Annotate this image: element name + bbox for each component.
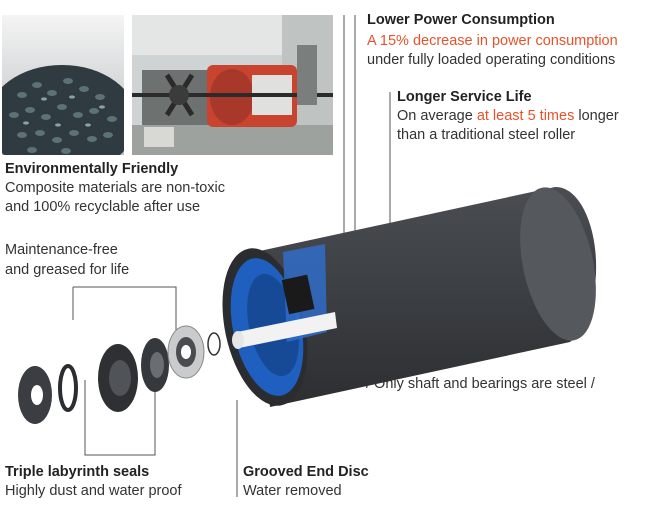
service-suffix: longer [574,108,619,124]
seals-body: Highly dust and water proof [5,483,182,499]
environment-title: Environmentally Friendly [5,161,179,177]
machine-photo [132,15,333,155]
end-disc-title: Grooved End Disc [243,464,369,480]
power-body: under fully loaded operating conditions [367,52,616,68]
environment-line2: and 100% recyclable after use [5,199,201,215]
seals-title: Triple labyrinth seals [5,464,150,480]
service-prefix: On average [397,108,477,124]
environment-line1: Composite materials are non-toxic [5,180,226,196]
roller-illustration [222,186,597,407]
service-title: Longer Service Life [397,89,532,105]
power-title: Lower Power Consumption [367,12,555,28]
maintenance-line1: Maintenance-free [5,242,118,258]
service-line2: than a traditional steel roller [397,127,576,143]
service-line1: On average at least 5 times longer [397,107,619,126]
end-disc-body: Water removed [243,483,342,499]
service-highlight: at least 5 times [476,108,575,124]
granules-photo [2,15,124,155]
maintenance-line2: and greased for life [5,262,130,278]
seal-rings-illustration [18,325,221,424]
power-highlight: A 15% decrease in power consumption [367,33,618,49]
steel-note: / Only shaft and bearings are steel / [366,376,595,392]
